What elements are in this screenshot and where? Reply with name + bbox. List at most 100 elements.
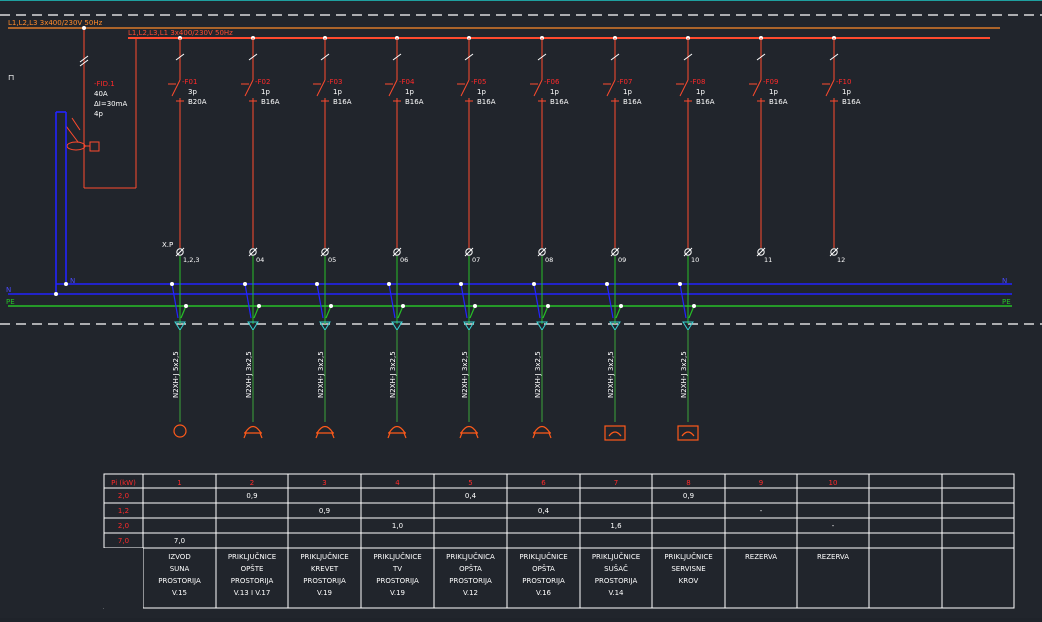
socket-leg [259, 432, 263, 439]
cable-gland [682, 321, 694, 331]
n-junction [64, 282, 68, 286]
terminal-number: 10 [691, 256, 699, 264]
breaker-contact [752, 79, 762, 97]
n-label-right: N [1002, 277, 1007, 285]
cable-type: N2XH-J 3x2,5 [607, 351, 615, 398]
cable-gland [174, 321, 186, 331]
breaker-rating: B16A [623, 98, 642, 106]
terminal-symbol [611, 248, 619, 256]
terminal-symbol [684, 248, 692, 256]
cable-type: N2XH-J 3x2,5 [461, 351, 469, 398]
breaker-rating: B16A [261, 98, 280, 106]
cable-tick [464, 53, 474, 61]
neutral-tap [533, 283, 541, 319]
terminal-symbol [393, 248, 401, 256]
terminal-symbol [538, 248, 546, 256]
terminal-number: 07 [472, 256, 480, 264]
breaker-tag: -F03 [327, 78, 342, 86]
breaker-rating: B20A [188, 98, 207, 106]
table-value-cell: - [832, 522, 835, 530]
table-description-line: REZERVA [745, 553, 777, 561]
table-value-cell: 7,0 [118, 537, 129, 545]
breaker-rating: B16A [333, 98, 352, 106]
socket-box-inner [608, 431, 622, 437]
table-description-line: PROSTORIJA [303, 577, 346, 585]
cable-gland [609, 321, 621, 331]
n-junction [170, 282, 174, 286]
table-description-line: PRIKLJUČNICE [592, 552, 640, 561]
breaker-poles: 1p [696, 88, 705, 96]
terminal-slash [829, 247, 839, 257]
pe-junction [329, 304, 333, 308]
table-description-line: V.13 I V.17 [234, 589, 271, 597]
socket-leg [475, 432, 479, 439]
table-header-cell: Pi (kW) [111, 479, 136, 487]
breaker-contact [533, 79, 543, 97]
pe-tap [325, 305, 332, 319]
pe-tap [615, 305, 622, 319]
rcd-sensitivity: ΔI=30mA [94, 100, 127, 108]
table-description-line: PROSTORIJA [449, 577, 492, 585]
terminal-number: 05 [328, 256, 336, 264]
terminal-symbol [249, 248, 257, 256]
pe-junction [401, 304, 405, 308]
pe-tap [253, 305, 260, 319]
table-description-line: PRIKLJUČNICE [519, 552, 567, 561]
table-description-line: OPŠTA [459, 564, 482, 573]
pe-junction [473, 304, 477, 308]
socket-box-symbol [604, 425, 626, 441]
table-header-cell: 4 [395, 479, 400, 487]
n-junction [459, 282, 463, 286]
terminal-number: 09 [618, 256, 626, 264]
table-description-line: IZVOD [168, 553, 190, 561]
table-description-line: SERVISNE [671, 565, 705, 573]
table-description-line: PRIKLJUČNICE [373, 552, 421, 561]
cable-tick [320, 53, 330, 61]
breaker-rating: B16A [477, 98, 496, 106]
breaker-rating: B16A [405, 98, 424, 106]
rcd-symbol [65, 117, 100, 152]
socket-leg [403, 432, 407, 439]
terminal-number: 06 [400, 256, 408, 264]
table-header-cell: 6 [541, 479, 546, 487]
neutral-tap [460, 283, 468, 319]
cable-gland [463, 321, 475, 331]
terminal-slash [248, 247, 258, 257]
n-junction [678, 282, 682, 286]
table-description-line: PRIKLJUČNICA [446, 552, 495, 561]
terminal-symbol [757, 248, 765, 256]
terminal-slash [175, 247, 185, 257]
breaker-contact [825, 79, 835, 97]
breaker-poles: 1p [842, 88, 851, 96]
breaker-contact [679, 79, 689, 97]
terminal-symbol [465, 248, 473, 256]
table-description-line: V.15 [172, 589, 187, 597]
table-value-cell: 0,4 [465, 492, 477, 500]
table-description-line: PRIKLJUČNICE [664, 552, 712, 561]
socket-leg [548, 432, 552, 439]
cable-type: N2XH-J 3x2,5 [680, 351, 688, 398]
breaker-contact [388, 79, 398, 97]
neutral-tap [171, 283, 179, 319]
table-header-cell: 3 [322, 479, 326, 487]
table-header-cell: 7 [614, 479, 618, 487]
n-junction [532, 282, 536, 286]
pe-junction [257, 304, 261, 308]
table-description-line: PRIKLJUČNICE [228, 552, 276, 561]
table-value-cell: 1,0 [392, 522, 403, 530]
table-header-cell: 8 [686, 479, 690, 487]
supply-junction [82, 26, 86, 30]
pe-tap [180, 305, 187, 319]
rcd-rating: 40A [94, 90, 108, 98]
n-label: N [70, 277, 75, 285]
table-value-cell: 2,0 [118, 492, 129, 500]
socket-leg [459, 432, 463, 439]
table-description-line: V.16 [536, 589, 552, 597]
pe-tap [469, 305, 476, 319]
socket-leg [331, 432, 335, 439]
terminal-slash [464, 247, 474, 257]
n-junction [315, 282, 319, 286]
terminal-number: 1,2,3 [183, 256, 200, 264]
load-outlet-symbol [173, 424, 187, 438]
